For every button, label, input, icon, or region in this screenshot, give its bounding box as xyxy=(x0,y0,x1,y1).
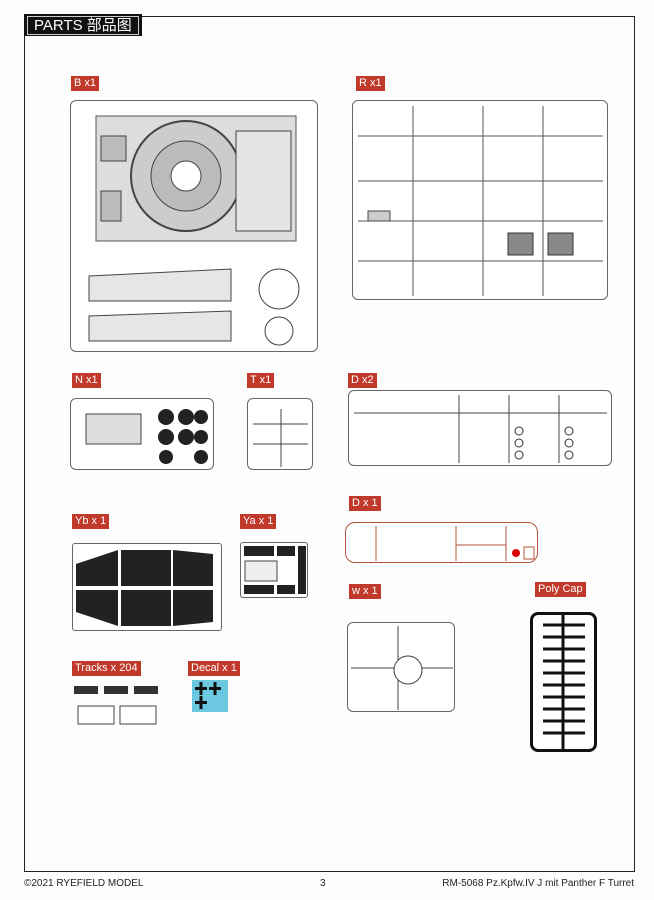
label-d2: D x2 xyxy=(348,373,377,388)
poly-cap-drawing xyxy=(543,615,585,751)
sprue-yb-drawing xyxy=(76,550,213,626)
label-ya: Ya x 1 xyxy=(240,514,277,529)
sprue-r-drawing xyxy=(358,106,603,296)
parts-header: PARTS 部品图 xyxy=(24,14,142,36)
label-w: w x 1 xyxy=(349,584,381,599)
sprue-d2-drawing xyxy=(354,395,607,463)
sprue-poly-cap xyxy=(530,612,597,752)
sprue-n-drawing xyxy=(85,409,208,464)
sprue-r xyxy=(352,100,608,300)
footer-copyright: ©2021 RYEFIELD MODEL xyxy=(24,878,144,889)
sprue-b xyxy=(70,100,318,352)
sprue-ya xyxy=(240,542,308,598)
label-d1: D x 1 xyxy=(349,496,381,511)
header-title: PARTS 部品图 xyxy=(27,15,139,35)
label-b: B x1 xyxy=(71,76,100,91)
label-r: R x1 xyxy=(356,76,385,91)
sprue-w xyxy=(347,622,455,712)
label-tracks: Tracks x 204 xyxy=(72,661,141,676)
label-decal: Decal x 1 xyxy=(188,661,240,676)
sprue-n xyxy=(70,398,214,470)
label-n: N x1 xyxy=(72,373,101,388)
sprue-d2 xyxy=(348,390,612,466)
sprue-yb xyxy=(72,543,222,631)
sprue-d1 xyxy=(345,522,538,563)
sprue-b-drawing xyxy=(88,115,300,346)
sprue-d1-drawing xyxy=(375,526,535,561)
footer-page-number: 3 xyxy=(320,878,326,889)
sprue-t xyxy=(247,398,313,470)
label-t: T x1 xyxy=(247,373,275,388)
sprue-ya-drawing xyxy=(244,546,306,594)
label-poly-cap: Poly Cap xyxy=(535,582,586,597)
decal-sheet xyxy=(192,680,228,712)
sprue-t-drawing xyxy=(253,409,308,467)
sprue-w-drawing xyxy=(351,626,453,710)
tracks-drawing xyxy=(74,686,158,725)
label-yb: Yb x 1 xyxy=(72,514,110,529)
page-frame xyxy=(24,16,635,872)
footer-product: RM-5068 Pz.Kpfw.IV J mit Panther F Turre… xyxy=(442,878,634,889)
